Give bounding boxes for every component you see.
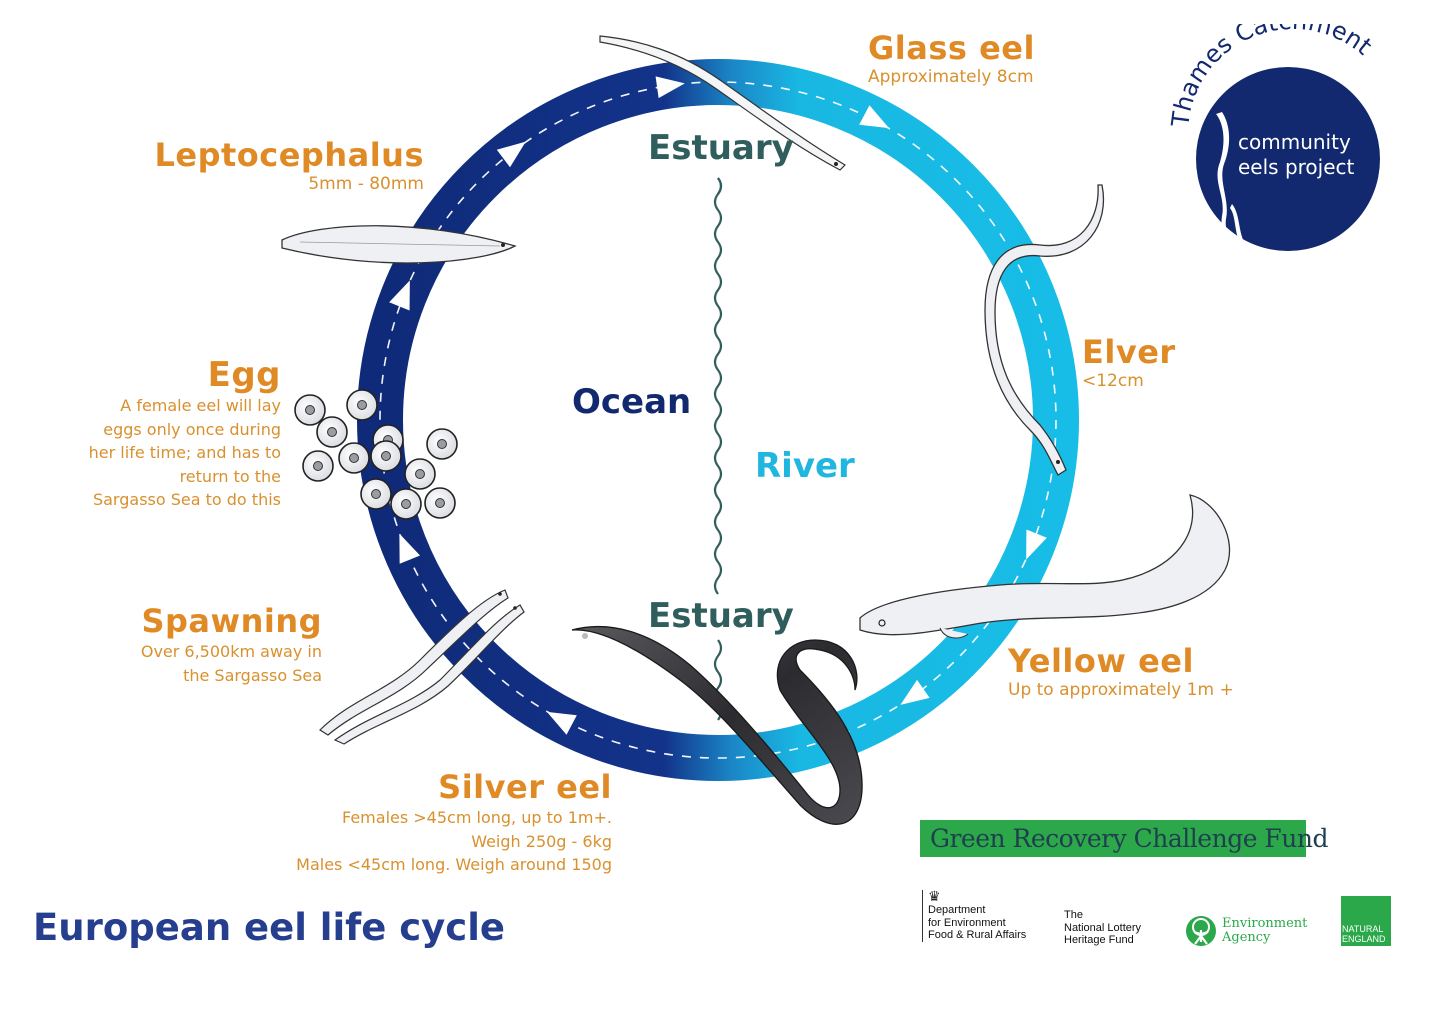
egg-icon <box>338 442 370 474</box>
egg-icon <box>302 450 334 482</box>
arrow-icon <box>399 533 421 564</box>
lottery-line: National Lottery <box>1064 921 1142 934</box>
stage-title: Yellow eel <box>1008 642 1194 680</box>
estuary-divider <box>713 177 723 721</box>
river-label: River <box>755 446 855 486</box>
spawning-eels-illustration <box>319 589 525 745</box>
glass-eel-illustration <box>599 35 846 171</box>
arrow-icon <box>655 76 685 99</box>
stage-egg: Egg A female eel will lay eggs only once… <box>89 356 281 512</box>
arrow-icon <box>859 105 890 129</box>
egg-icon <box>424 487 456 519</box>
egg-icon <box>316 416 348 448</box>
stage-desc-line: eggs only once during <box>103 419 281 439</box>
lottery-line: Heritage Fund <box>1064 934 1134 946</box>
stage-title: Elver <box>1082 333 1176 371</box>
logo-eel-icon <box>1216 112 1236 248</box>
stage-desc-line: Weigh 250g - 6kg <box>471 831 612 851</box>
crest-icon: ♛ <box>928 889 941 905</box>
egg-icon <box>346 389 378 421</box>
stage-desc-line: the Sargasso Sea <box>183 665 322 685</box>
lottery-line: The <box>1064 909 1083 921</box>
stage-title: Spawning <box>141 602 322 640</box>
stage-desc-line: A female eel will lay <box>120 396 281 415</box>
stage-yellow-eel: Yellow eel Up to approximately 1m + <box>1008 643 1234 703</box>
stage-desc-line: return to the <box>179 466 281 486</box>
stage-silver-eel: Silver eel Females >45cm long, up to 1m+… <box>296 768 612 877</box>
thames-catchment-logo: Thames Catchment community eels project <box>1160 24 1410 264</box>
lottery-heritage-logo: The National Lottery Heritage Fund <box>1064 909 1141 947</box>
logo-circle <box>1196 67 1380 251</box>
ea-line: Agency <box>1222 930 1271 945</box>
stage-title: Silver eel <box>438 768 612 806</box>
egg-icon <box>294 394 326 426</box>
stage-title: Egg <box>207 355 281 395</box>
stage-spawning: Spawning Over 6,500km away in the Sargas… <box>141 602 322 687</box>
estuary-bottom-label: Estuary <box>648 596 794 636</box>
stage-glass-eel: Glass eel Approximately 8cm <box>868 30 1035 90</box>
arrow-icon <box>389 280 410 311</box>
stage-title: Leptocephalus <box>154 136 424 174</box>
yellow-eel-illustration <box>859 494 1231 639</box>
stage-desc: 5mm - 80mm <box>308 174 424 194</box>
stage-leptocephalus: Leptocephalus 5mm - 80mm <box>154 136 424 194</box>
estuary-top-label: Estuary <box>648 128 794 168</box>
arrow-icon <box>900 679 930 705</box>
defra-line: for Environment <box>928 916 1006 929</box>
stage-desc-line: Over 6,500km away in <box>140 642 322 661</box>
stage-desc-line: Females >45cm long, up to 1m+. <box>342 808 612 827</box>
ne-line: NATURAL <box>1342 924 1384 934</box>
direction-arrows <box>389 76 1047 735</box>
stage-desc-line: her life time; and has to <box>88 443 281 462</box>
stage-desc: Approximately 8cm <box>868 67 1034 87</box>
arrow-icon <box>1026 529 1047 560</box>
stage-desc: <12cm <box>1082 371 1144 391</box>
egg-icon <box>360 478 392 510</box>
ea-line: Environment <box>1222 916 1308 931</box>
stage-elver: Elver <12cm <box>1082 334 1176 394</box>
defra-line: Food & Rural Affairs <box>928 929 1027 941</box>
wavy-line <box>713 177 723 595</box>
tree-icon <box>1186 916 1216 946</box>
arrow-icon <box>546 711 577 735</box>
silver-eel-illustration <box>571 625 863 825</box>
defra-logo: ♛ Department for Environment Food & Rura… <box>922 890 1026 942</box>
elver-illustration <box>984 184 1104 476</box>
egg-icon <box>370 440 402 472</box>
stage-desc-line: Sargasso Sea to do this <box>92 490 281 509</box>
egg-cluster-illustration <box>294 389 458 520</box>
arrow-icon <box>496 141 526 168</box>
stage-desc: Up to approximately 1m + <box>1008 680 1234 700</box>
leptocephalus-illustration <box>281 225 517 264</box>
egg-icon <box>404 458 436 490</box>
grcf-banner: Green Recovery Challenge Fund <box>920 820 1329 857</box>
egg-icon <box>426 428 458 460</box>
logo-line-1: community <box>1238 130 1351 154</box>
egg-icon <box>390 488 422 520</box>
logo-line-2: eels project <box>1238 155 1355 179</box>
natural-england-logo: NATURAL ENGLAND <box>1341 896 1391 946</box>
stage-title: Glass eel <box>868 29 1035 67</box>
ne-line: ENGLAND <box>1342 934 1386 944</box>
environment-agency-logo: Environment Agency <box>1184 914 1307 948</box>
stage-desc-line: Males <45cm long. Weigh around 150g <box>296 855 612 874</box>
page-title: European eel life cycle <box>33 906 506 949</box>
defra-line: Department <box>928 904 986 916</box>
ocean-label: Ocean <box>572 382 692 422</box>
